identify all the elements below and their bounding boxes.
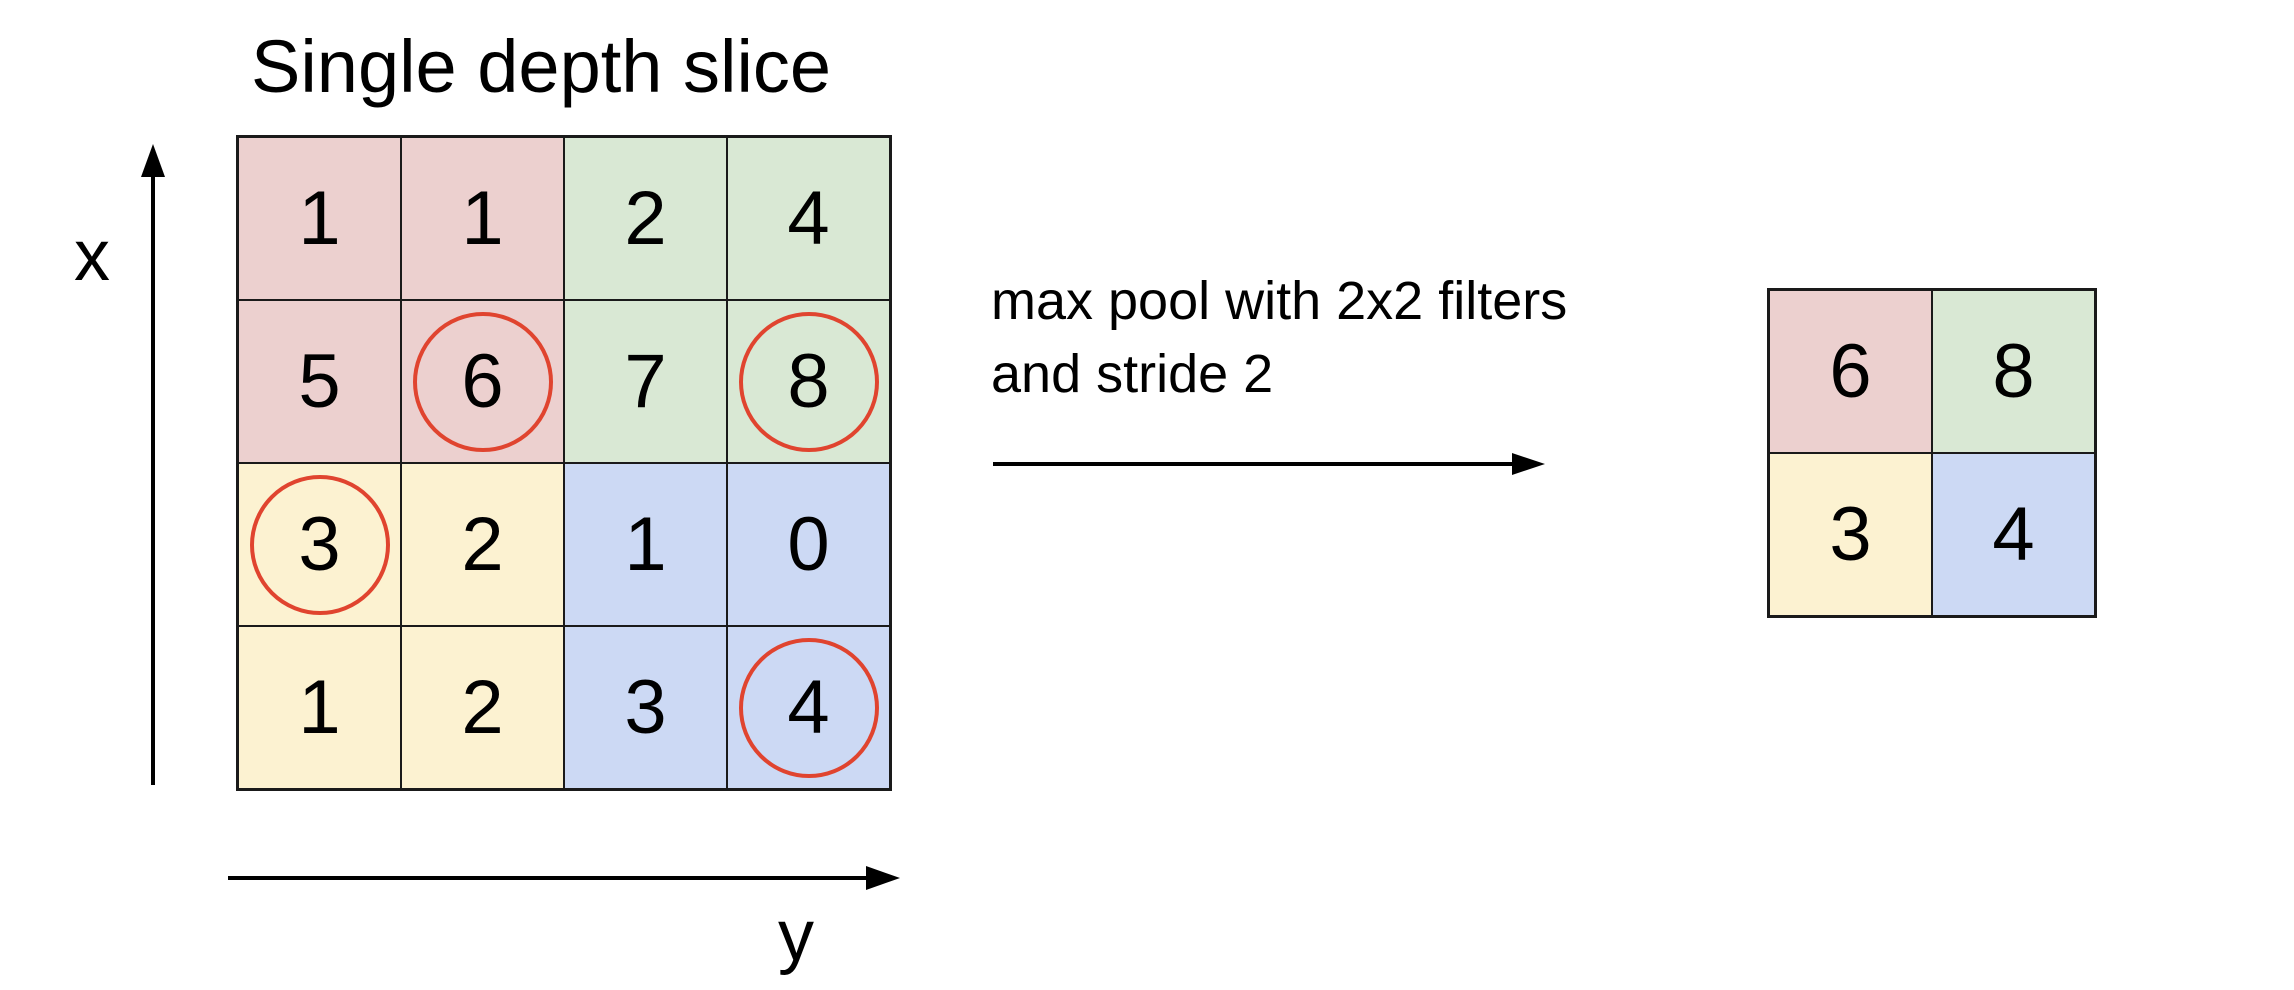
output-cell: 3 (1769, 453, 1932, 616)
x-axis-arrow (141, 144, 165, 785)
input-cell: 2 (401, 626, 564, 789)
operation-caption: max pool with 2x2 filters and stride 2 (991, 265, 1567, 411)
input-cell-value: 0 (787, 501, 830, 587)
input-cell-value: 1 (298, 175, 341, 261)
input-cell: 1 (401, 137, 564, 300)
input-cell-value: 4 (787, 664, 830, 750)
input-cell: 1 (238, 626, 401, 789)
input-cell-value: 5 (298, 338, 341, 424)
caption-line-2: and stride 2 (991, 344, 1274, 404)
input-cell-value: 1 (298, 664, 341, 750)
input-cell-value: 3 (298, 501, 341, 587)
input-cell: 1 (238, 137, 401, 300)
output-cell: 4 (1932, 453, 2095, 616)
output-grid: 6 8 3 4 (1767, 288, 2097, 618)
input-cell: 4 (727, 137, 890, 300)
input-cell: 2 (401, 463, 564, 626)
input-cell: 5 (238, 300, 401, 463)
output-cell-value: 4 (1992, 491, 2035, 577)
input-cell: 0 (727, 463, 890, 626)
output-cell-value: 8 (1992, 328, 2035, 414)
input-slice-grid: 1 1 2 4 5 6 7 8 3 2 1 0 1 2 3 4 (236, 135, 892, 791)
transform-arrow (993, 453, 1545, 475)
input-cell-value: 2 (461, 501, 504, 587)
output-cell: 6 (1769, 290, 1932, 453)
input-cell-value: 2 (461, 664, 504, 750)
x-axis-label: x (74, 216, 110, 296)
output-cell-value: 3 (1829, 491, 1872, 577)
input-cell-value: 1 (461, 175, 504, 261)
y-axis-label: y (778, 896, 814, 976)
y-axis-arrow (228, 866, 900, 890)
diagram-title: Single depth slice (251, 25, 832, 108)
input-cell: 3 (238, 463, 401, 626)
output-cell: 8 (1932, 290, 2095, 453)
output-cell-value: 6 (1829, 328, 1872, 414)
input-cell-value: 4 (787, 175, 830, 261)
input-cell: 6 (401, 300, 564, 463)
input-cell-value: 3 (624, 664, 667, 750)
input-cell: 4 (727, 626, 890, 789)
input-cell-value: 2 (624, 175, 667, 261)
caption-line-1: max pool with 2x2 filters (991, 271, 1568, 331)
input-cell-value: 8 (787, 338, 830, 424)
input-cell-value: 7 (624, 338, 667, 424)
input-cell: 7 (564, 300, 727, 463)
input-cell: 3 (564, 626, 727, 789)
input-cell: 8 (727, 300, 890, 463)
input-cell-value: 1 (624, 501, 667, 587)
input-cell-value: 6 (461, 338, 504, 424)
input-cell: 1 (564, 463, 727, 626)
input-cell: 2 (564, 137, 727, 300)
